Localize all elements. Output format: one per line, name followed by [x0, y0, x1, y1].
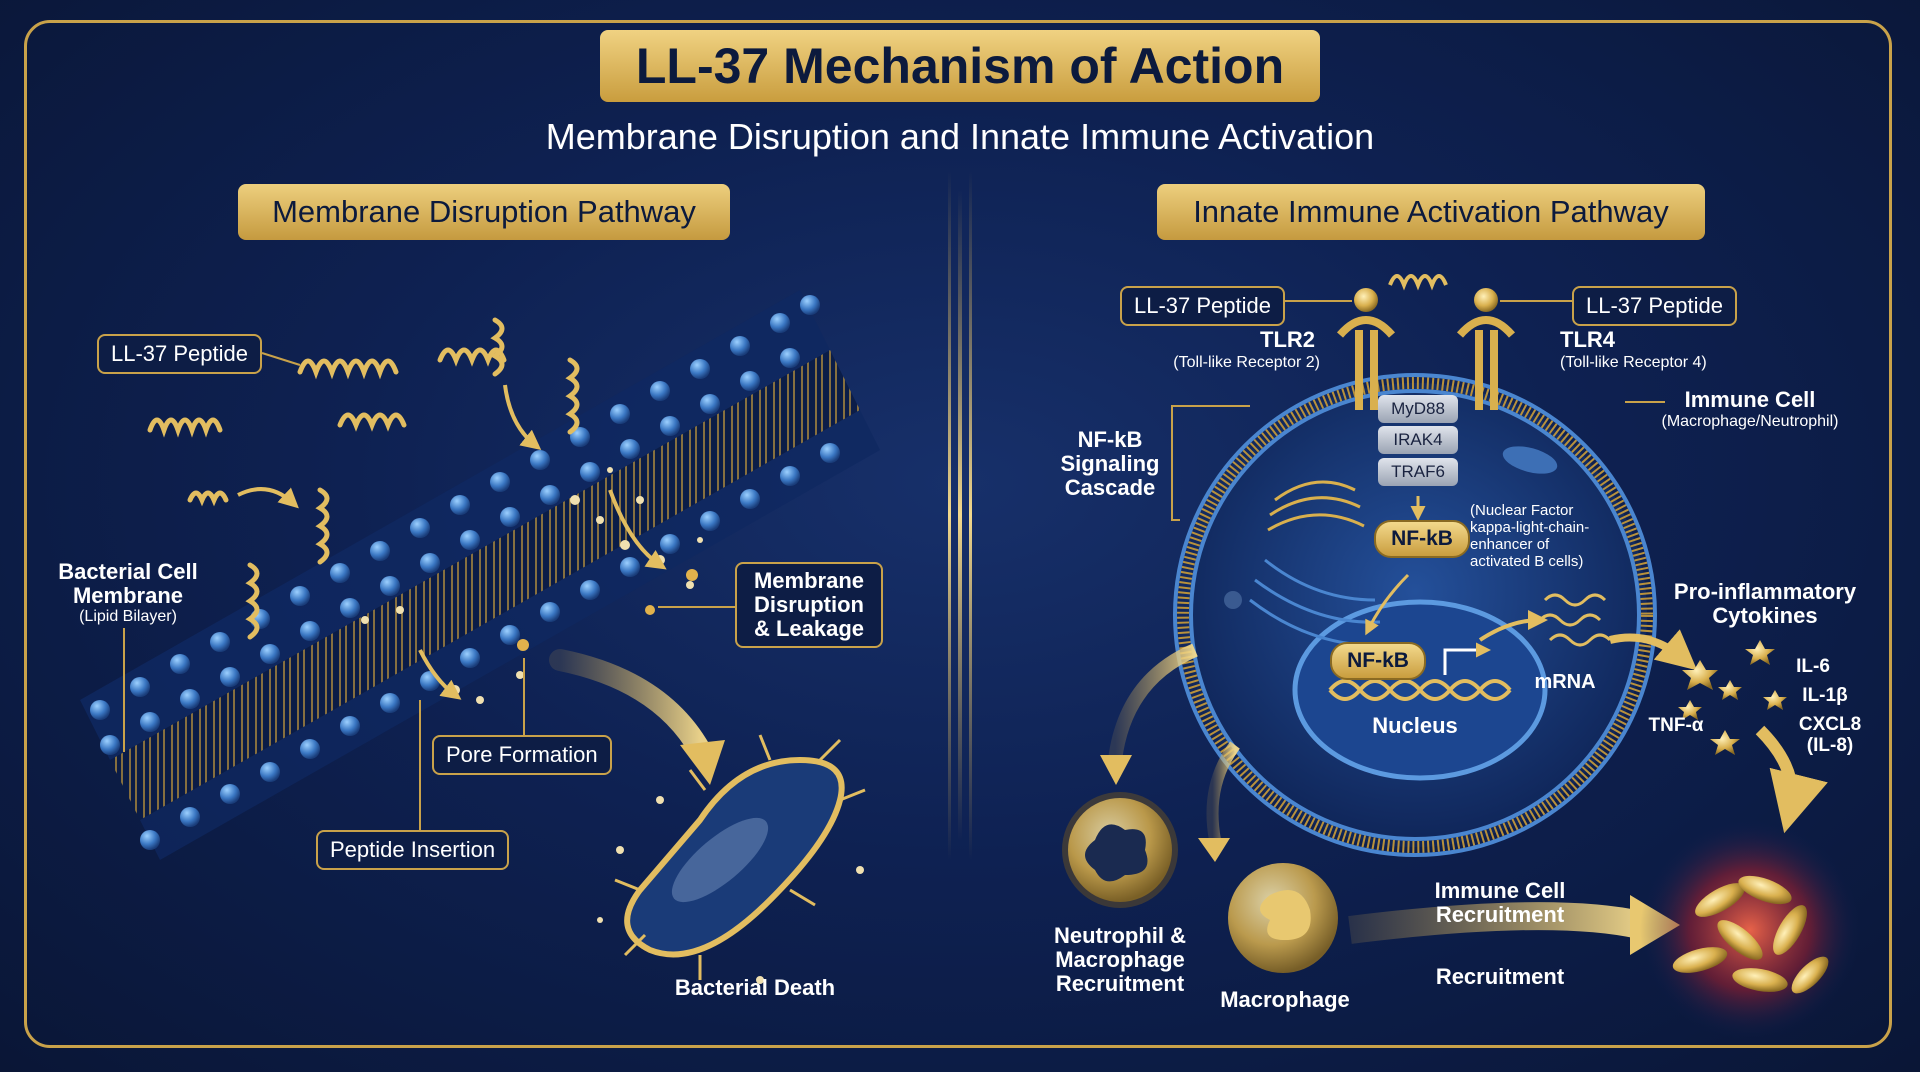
- peptide-arrows: [237, 384, 667, 700]
- immune-pathway-heading: Innate Immune Activation Pathway: [1157, 184, 1705, 240]
- irak4-box: IRAK4: [1378, 426, 1458, 454]
- outer-frame: [24, 20, 1892, 1048]
- left-leader-lines: [123, 352, 735, 830]
- gold-particles: [517, 569, 698, 651]
- to-neutrophil-arrowhead: [1100, 755, 1132, 785]
- bacterium: [597, 734, 866, 984]
- to-infection-arrow: [1755, 725, 1828, 834]
- mrna-strands: [1538, 593, 1612, 647]
- tnfa-label: TNF-α: [1648, 715, 1704, 736]
- macrophage-cell: [1228, 863, 1338, 973]
- cascade-line3: Cascade: [1064, 475, 1156, 500]
- il1b-label: IL-1β: [1802, 685, 1848, 706]
- to-macrophage-arrow: [1206, 741, 1240, 842]
- macrophage-label: Macrophage: [1220, 987, 1350, 1012]
- tlr4-label: TLR4: [1560, 327, 1615, 352]
- neutrophil-line2: Macrophage: [1055, 947, 1185, 972]
- nfkb-desc-line2: kappa-light-chain-: [1470, 519, 1590, 536]
- cytokine-particles: [1678, 640, 1787, 755]
- cascade-arrows: [1365, 496, 1426, 636]
- pore-formation-label: Pore Formation: [432, 735, 612, 775]
- vesicle: [1502, 446, 1558, 474]
- bacterial-membrane-label: Bacterial Cell Membrane: [38, 560, 218, 608]
- free-peptide-right: [1388, 274, 1448, 291]
- immune-cell-recruitment-label: Immune Cell Recruitment: [1410, 879, 1590, 927]
- immune-cell-sublabel: (Macrophage/Neutrophil): [1661, 413, 1839, 430]
- disruption-line1: Membrane: [753, 568, 865, 593]
- traf6-box: TRAF6: [1378, 458, 1458, 486]
- neutrophil-recruitment-label: Neutrophil & Macrophage Recruitment: [1040, 924, 1200, 996]
- cascade-line1: NF-kB: [1077, 427, 1143, 452]
- ll37-peptide-label-tlr4: LL-37 Peptide: [1572, 286, 1737, 326]
- cytokines-line1: Pro-inflammatory: [1673, 579, 1857, 604]
- neutrophil-line1: Neutrophil &: [1054, 923, 1186, 948]
- tlr4-receptor: [1456, 288, 1516, 410]
- to-macrophage-arrowhead: [1198, 838, 1230, 862]
- page-title: LL-37 Mechanism of Action: [635, 38, 1285, 94]
- membrane-disruption-label: Membrane Disruption & Leakage: [735, 562, 883, 648]
- il6-label: IL-6: [1796, 656, 1830, 677]
- cascade-line2: Signaling: [1060, 451, 1160, 476]
- death-arrow-head: [680, 740, 725, 785]
- recruit-line2: Recruitment: [1435, 902, 1565, 927]
- nucleus-label: Nucleus: [1372, 713, 1458, 738]
- cytokines-line2: Cytokines: [1712, 603, 1818, 628]
- neutrophil-cell: [1062, 792, 1178, 908]
- disruption-line2: Disruption: [754, 592, 864, 617]
- tlr2-receptor: [1336, 288, 1396, 410]
- recruitment-label: Recruitment: [1435, 964, 1565, 989]
- nfkb-desc-line4: activated B cells): [1470, 553, 1584, 570]
- membrane-pathway-heading: Membrane Disruption Pathway: [238, 184, 730, 240]
- disruption-line3: & Leakage: [753, 616, 865, 641]
- immune-cell-label: Immune Cell: [1684, 387, 1816, 412]
- ll37-peptide-label-left: LL-37 Peptide: [97, 334, 262, 374]
- bacterial-death-label: Bacterial Death: [674, 975, 836, 1000]
- tlr2-sublabel: (Toll-like Receptor 2): [1173, 354, 1320, 371]
- cxcl8-label: CXCL8 (IL-8): [1790, 714, 1870, 756]
- membrane-label-line1: Bacterial Cell: [58, 559, 198, 584]
- tlr2-label: TLR2: [1260, 327, 1315, 352]
- page-subtitle: Membrane Disruption and Innate Immune Ac…: [545, 116, 1375, 157]
- nfkb-cascade-label: NF-kB Signaling Cascade: [1050, 428, 1170, 500]
- cytokines-label: Pro-inflammatory Cytokines: [1665, 580, 1865, 628]
- nfkb-nucleus-badge: NF-kB: [1330, 642, 1426, 680]
- ll37-helices-left: [147, 317, 580, 640]
- lipid-bilayer: [80, 290, 880, 860]
- death-arrow: [549, 649, 711, 761]
- peptide-insertion-label: Peptide Insertion: [316, 830, 510, 870]
- nfkb-description: (Nuclear Factor kappa-light-chain- enhan…: [1470, 502, 1610, 570]
- myd88-box: MyD88: [1378, 395, 1458, 423]
- vesicle-small: [1224, 591, 1242, 609]
- cxcl8-line2: (IL-8): [1806, 735, 1854, 756]
- membrane-label-line2: Membrane: [72, 583, 184, 608]
- cxcl8-line1: CXCL8: [1798, 714, 1862, 735]
- nfkb-cytoplasm-badge: NF-kB: [1374, 520, 1470, 558]
- to-neutrophil-arrow: [1108, 643, 1198, 761]
- to-mrna-arrow: [1478, 610, 1548, 642]
- infection-site: [1640, 820, 1860, 1040]
- tlr4-sublabel: (Toll-like Receptor 4): [1560, 354, 1707, 371]
- ll37-peptide-label-tlr2: LL-37 Peptide: [1120, 286, 1285, 326]
- recruitment-band-arrow: [1348, 902, 1644, 944]
- lipid-bilayer-sublabel: (Lipid Bilayer): [79, 608, 177, 625]
- nfkb-desc-line1: (Nuclear Factor: [1470, 502, 1574, 519]
- to-cytokines-arrow: [1609, 629, 1698, 671]
- mrna-label: mRNA: [1534, 671, 1596, 693]
- neutrophil-line3: Recruitment: [1055, 971, 1185, 996]
- recruit-line1: Immune Cell: [1434, 878, 1566, 903]
- nfkb-desc-line3: enhancer of: [1470, 536, 1550, 553]
- title-banner: LL-37 Mechanism of Action: [600, 30, 1320, 102]
- center-divider: [948, 170, 972, 860]
